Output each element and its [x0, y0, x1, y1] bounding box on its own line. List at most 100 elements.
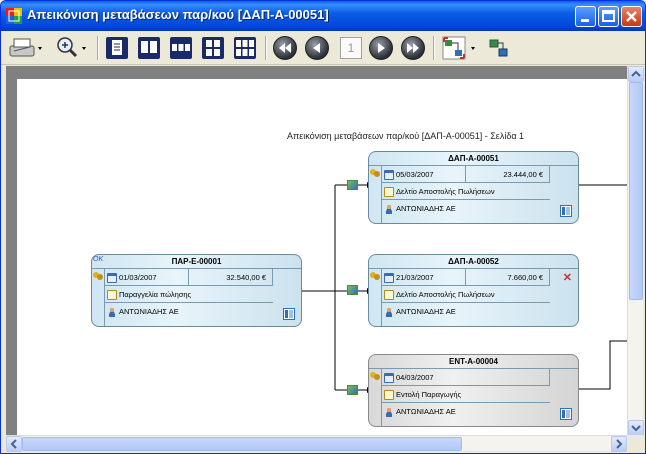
- layout-collapse-button[interactable]: [487, 35, 511, 61]
- link-strip: [92, 269, 105, 326]
- page-three-icon: [170, 37, 192, 59]
- zoom-button[interactable]: [53, 35, 91, 61]
- transition-icon: [347, 385, 358, 395]
- document-type-cell: Δελτίο Αποστολής Πωλήσεων: [382, 183, 550, 200]
- document-icon: [384, 390, 394, 400]
- chevron-up-icon: [631, 70, 641, 77]
- document-type: Δελτίο Αποστολής Πωλήσεων: [396, 187, 495, 196]
- document-node[interactable]: OK ΠΑΡ-Ε-00001 01/03/2007 32.540,00 € Πα…: [91, 254, 302, 327]
- document-amount: 32.540,00 €: [189, 269, 273, 286]
- link-keys-icon: [370, 169, 380, 177]
- document-type: Παραγγελία πώλησης: [119, 290, 192, 299]
- last-page-button[interactable]: [401, 36, 425, 60]
- document-amount: [466, 369, 550, 386]
- details-icon[interactable]: [560, 408, 572, 420]
- page-number-field[interactable]: 1: [340, 37, 362, 59]
- document-icon: [107, 290, 117, 300]
- two-pages-button[interactable]: [137, 35, 161, 61]
- last-page-icon: [407, 43, 419, 53]
- calendar-icon: [107, 273, 117, 283]
- window-title: Απεικόνιση μεταβάσεων παρ/κού [ΔΑΠ-Α-000…: [27, 7, 329, 22]
- document-node[interactable]: ΕΝΤ-Α-00004 04/03/2007 Εντολή Παραγωγής …: [368, 354, 579, 427]
- document-node[interactable]: ΔΑΠ-Α-00051 05/03/2007 23.444,00 € Δελτί…: [368, 151, 579, 224]
- vertical-scroll-thumb[interactable]: [629, 82, 643, 300]
- horizontal-scroll-thumb[interactable]: [22, 437, 462, 451]
- customer-icon: [384, 307, 394, 317]
- link-strip: [369, 269, 382, 326]
- six-pages-button[interactable]: [233, 35, 257, 61]
- layout-expand-button[interactable]: [441, 35, 481, 61]
- customer-icon: [384, 204, 394, 214]
- first-page-button[interactable]: [273, 36, 297, 60]
- horizontal-scrollbar[interactable]: [6, 435, 627, 452]
- three-pages-button[interactable]: [169, 35, 193, 61]
- toolbar-separator: [433, 36, 435, 60]
- chevron-down-icon: [631, 425, 641, 432]
- document-date-cell: 01/03/2007: [105, 269, 189, 286]
- link-strip: [369, 166, 382, 223]
- print-button[interactable]: [7, 35, 45, 61]
- document-date: 21/03/2007: [396, 273, 434, 282]
- maximize-icon: [602, 10, 615, 22]
- document-party: ΑΝΤΩΝΙΑΔΗΣ ΑΕ: [396, 407, 456, 416]
- next-page-button[interactable]: [369, 36, 393, 60]
- customer-icon: [107, 307, 117, 317]
- calendar-icon: [384, 170, 394, 180]
- scroll-up-button[interactable]: [628, 66, 644, 82]
- document-party-cell: ΑΝΤΩΝΙΑΔΗΣ ΑΕ: [382, 303, 550, 320]
- page-two-icon: [138, 37, 160, 59]
- prev-page-button[interactable]: [305, 36, 329, 60]
- diagram-page: Απεικόνιση μεταβάσεων παρ/κού [ΔΑΠ-Α-000…: [17, 79, 627, 437]
- document-date-cell: 04/03/2007: [382, 369, 466, 386]
- details-icon[interactable]: [560, 205, 572, 217]
- document-type-cell: Παραγγελία πώλησης: [105, 286, 273, 303]
- details-icon[interactable]: [283, 308, 295, 320]
- transition-icon: [347, 180, 358, 190]
- close-icon: [626, 11, 637, 22]
- status-ok-label: OK: [93, 256, 104, 263]
- first-page-icon: [279, 43, 291, 53]
- app-icon: [6, 8, 22, 24]
- document-party-cell: ΑΝΤΩΝΙΑΔΗΣ ΑΕ: [105, 303, 273, 320]
- minimize-button[interactable]: [575, 6, 596, 27]
- four-pages-button[interactable]: [201, 35, 225, 61]
- scroll-right-button[interactable]: [611, 436, 627, 452]
- document-amount: 23.444,00 €: [466, 166, 550, 183]
- toolbar: 1: [1, 31, 645, 65]
- document-date: 01/03/2007: [119, 273, 157, 282]
- document-date: 05/03/2007: [396, 170, 434, 179]
- scrollbar-corner: [627, 435, 643, 451]
- preview-area: Απεικόνιση μεταβάσεων παρ/κού [ΔΑΠ-Α-000…: [6, 66, 643, 451]
- maximize-button[interactable]: [598, 6, 619, 27]
- document-code: ΠΑΡ-Ε-00001: [92, 255, 301, 269]
- document-type-cell: Δελτίο Αποστολής Πωλήσεων: [382, 286, 550, 303]
- cancel-mark-icon: ✕: [562, 272, 572, 284]
- chevron-right-icon: [616, 439, 623, 449]
- layout-expand-icon: [442, 36, 475, 60]
- customer-icon: [384, 407, 394, 417]
- zoom-icon: [57, 37, 86, 58]
- document-node[interactable]: ΔΑΠ-Α-00052 21/03/2007 7.660,00 € ✕ Δελτ…: [368, 254, 579, 327]
- document-party-cell: ΑΝΤΩΝΙΑΔΗΣ ΑΕ: [382, 200, 550, 217]
- close-button[interactable]: [621, 6, 642, 27]
- link-keys-icon: [370, 272, 380, 280]
- document-party: ΑΝΤΩΝΙΑΔΗΣ ΑΕ: [396, 307, 456, 316]
- single-page-button[interactable]: [105, 35, 129, 61]
- page-six-icon: [234, 37, 256, 59]
- title-bar[interactable]: Απεικόνιση μεταβάσεων παρ/κού [ΔΑΠ-Α-000…: [1, 1, 645, 31]
- diagram-title: Απεικόνιση μεταβάσεων παρ/κού [ΔΑΠ-Α-000…: [287, 131, 525, 141]
- scroll-down-button[interactable]: [628, 420, 644, 436]
- document-type-cell: Εντολή Παραγωγής: [382, 386, 550, 403]
- chevron-left-icon: [10, 439, 17, 449]
- vertical-scrollbar[interactable]: [627, 66, 644, 436]
- calendar-icon: [384, 273, 394, 283]
- link-keys-icon: [370, 372, 380, 380]
- scroll-left-button[interactable]: [6, 436, 22, 452]
- document-date-cell: 05/03/2007: [382, 166, 466, 183]
- transition-icon: [347, 285, 358, 295]
- document-party: ΑΝΤΩΝΙΑΔΗΣ ΑΕ: [119, 307, 179, 316]
- document-code: ΔΑΠ-Α-00051: [369, 152, 578, 166]
- page-four-icon: [202, 37, 224, 59]
- document-type: Δελτίο Αποστολής Πωλήσεων: [396, 290, 495, 299]
